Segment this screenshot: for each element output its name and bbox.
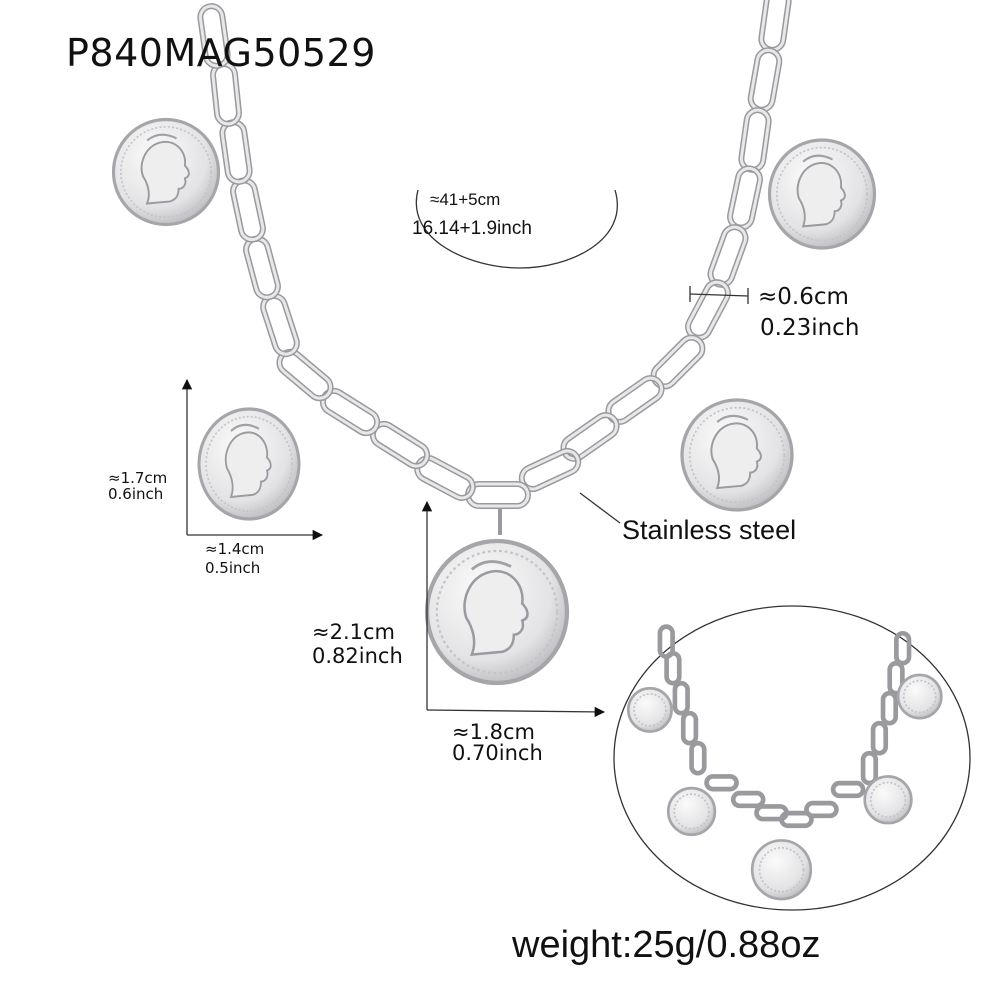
back-view-inset [613,605,971,911]
large-coin-dimension-arrows [421,500,606,718]
material-label: Stainless steel [622,515,797,545]
small-coin-height-inch: 0.6inch [108,485,164,503]
coin-pendant-top-left [111,117,221,227]
large-coin-height-inch: 0.82inch [312,644,403,668]
coin-pendant-mid-left [197,407,301,521]
material-leader-line [579,492,621,524]
necklace-length-cm: ≈41+5cm [430,190,501,209]
small-coin-height-cm: ≈1.7cm [108,469,168,487]
large-coin-height-cm: ≈2.1cm [312,620,395,644]
link-width-cm: ≈0.6cm [758,284,849,310]
large-coin-width-cm: ≈1.8cm [452,720,535,744]
coin-pendant-center [427,541,567,683]
small-coin-width-cm: ≈1.4cm [205,540,265,558]
small-coin-width-inch: 0.5inch [205,559,261,577]
link-width-inch: 0.23inch [760,315,860,341]
large-coin-width-inch: 0.70inch [452,741,543,765]
product-sku: P840MAG50529 [66,31,376,75]
necklace-length-inch: 16.14+1.9inch [412,218,532,239]
small-coin-dimension-arrows [181,378,324,541]
coin-pendant-top-right [767,138,877,250]
weight-label: weight:25g/0.88oz [512,924,821,966]
length-arc [415,189,618,269]
link-width-indicator [689,286,749,304]
coin-pendant-mid-right [680,398,794,512]
